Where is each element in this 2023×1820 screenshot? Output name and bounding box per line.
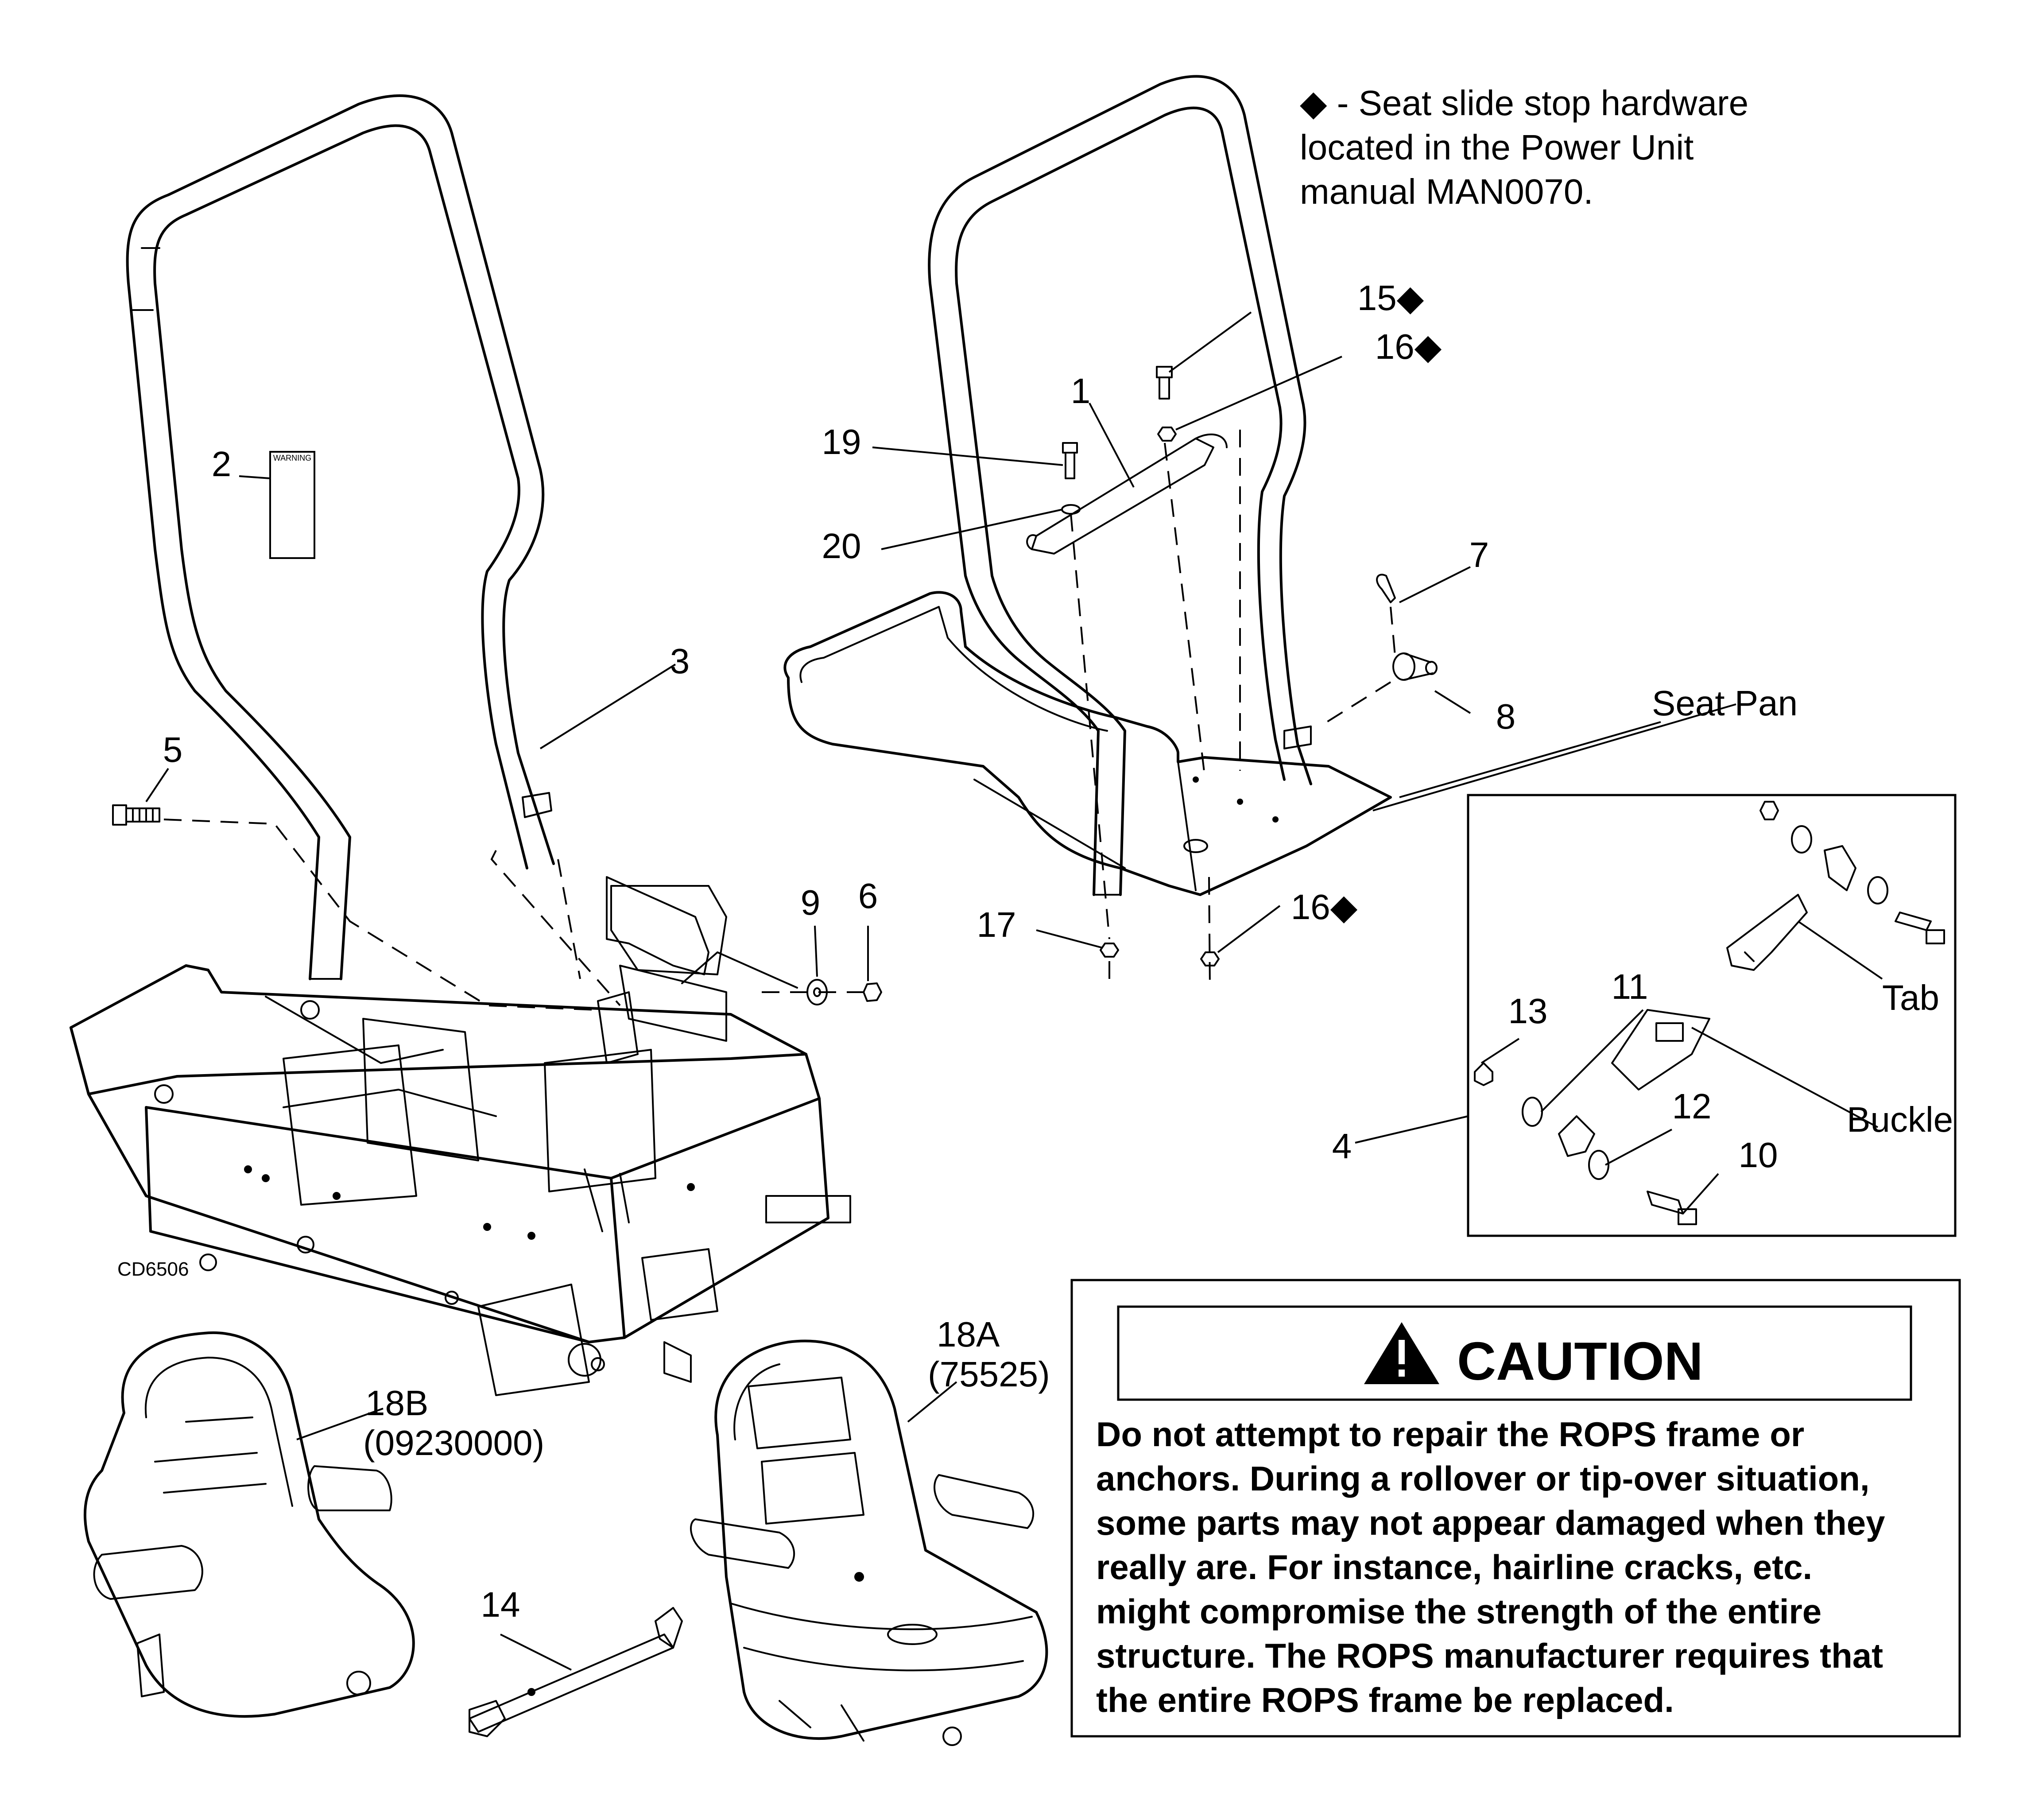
seat-18b: [83, 1331, 415, 1718]
callout-20: 20: [822, 526, 861, 566]
callout-4: 4: [1332, 1126, 1352, 1166]
pin-item-7: [1376, 574, 1396, 603]
caution-line-4: really are. For instance, hairline crack…: [1096, 1548, 1812, 1587]
callout-16-lower: 16◆: [1291, 887, 1358, 927]
nut-item-16-lower: [1200, 951, 1220, 966]
note-line-3: manual MAN0070.: [1300, 172, 1593, 211]
tab-label: Tab: [1882, 978, 1939, 1017]
note-line-1: ◆ - Seat slide stop hardware: [1300, 83, 1748, 123]
washer-item-20: [1061, 504, 1081, 515]
seat-slide-item-14: [469, 1607, 683, 1737]
nut-item-17: [1100, 943, 1119, 958]
seat-slide-note: ◆ - Seat slide stop hardware located in …: [1300, 83, 1748, 211]
caution-line-1: Do not attempt to repair the ROPS frame …: [1096, 1415, 1804, 1454]
decal-text: WARNING: [273, 454, 311, 462]
seat-18b-part-number: (09230000): [363, 1423, 544, 1463]
drawing-id: CD6506: [117, 1258, 189, 1280]
caution-line-6: structure. The ROPS manufacturer require…: [1096, 1636, 1883, 1675]
note-line-2: located in the Power Unit: [1300, 128, 1694, 167]
seat-mount-bracket: [606, 876, 798, 989]
bolt-item-19: [1062, 442, 1078, 479]
callout-17: 17: [977, 905, 1016, 944]
caution-title: CAUTION: [1457, 1331, 1703, 1391]
bracket-item-1: [1026, 433, 1228, 555]
callout-19: 19: [822, 422, 861, 462]
callout-7: 7: [1469, 535, 1489, 574]
buckle-label: Buckle: [1847, 1100, 1953, 1139]
callout-14: 14: [481, 1585, 520, 1624]
power-unit-frame: [70, 885, 851, 1396]
seat-belt-detail-box: [1467, 794, 1957, 1237]
callout-2: 2: [212, 444, 232, 484]
callout-5: 5: [163, 730, 183, 769]
rops-frame-right: [928, 75, 1312, 896]
assembly-lines-right: [1070, 430, 1396, 988]
bolt-item-5: [112, 804, 160, 826]
callout-13: 13: [1508, 991, 1548, 1031]
rops-frame-left: [126, 94, 555, 980]
seat-18b-label: 18B: [365, 1383, 428, 1423]
callout-8: 8: [1496, 697, 1516, 736]
leader-lines: [145, 311, 1883, 1671]
caution-line-7: the entire ROPS frame be replaced.: [1096, 1680, 1674, 1719]
seat-18a-label: 18A: [937, 1315, 1000, 1354]
nut-item-16-upper: [1157, 427, 1177, 442]
caution-panel: CAUTION Do not attempt to repair the ROP…: [1070, 1279, 1961, 1738]
seat-18a: [690, 1339, 1048, 1746]
caution-line-3: some parts may not appear damaged when t…: [1096, 1503, 1885, 1542]
callout-12: 12: [1672, 1087, 1712, 1126]
nut-item-6: [863, 982, 882, 1002]
callout-9: 9: [801, 883, 821, 922]
callout-16-upper: 16◆: [1375, 327, 1442, 366]
seat-belt-parts: [1474, 801, 1945, 1225]
bolt-item-15: [1156, 366, 1173, 400]
assembly-lines-left: [163, 819, 868, 1011]
callout-10: 10: [1739, 1135, 1778, 1175]
pin-item-8: [1392, 652, 1438, 681]
caution-line-2: anchors. During a rollover or tip-over s…: [1096, 1459, 1870, 1498]
caution-header-box: [1117, 1305, 1912, 1401]
callout-1: 1: [1071, 371, 1091, 411]
seat-pan-label: Seat Pan: [1652, 683, 1798, 723]
callout-15: 15◆: [1357, 278, 1424, 318]
callout-6: 6: [858, 876, 878, 916]
seat-pan: [783, 591, 1392, 896]
warning-triangle-icon: [1364, 1322, 1439, 1384]
warning-decal: WARNING: [269, 451, 315, 559]
caution-line-5: might compromise the strength of the ent…: [1096, 1592, 1821, 1631]
callout-11: 11: [1611, 967, 1648, 1006]
callouts: 2 3 5 9 6 15◆ 16◆ 1 19 20 7 8 Seat Pan 1…: [117, 278, 1953, 1624]
seat-18a-part-number: (75525): [928, 1354, 1050, 1394]
callout-3: 3: [670, 641, 690, 681]
